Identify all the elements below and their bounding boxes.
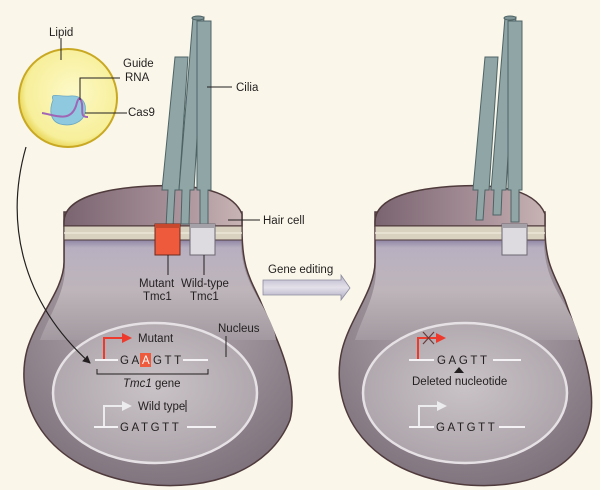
edited-sequence: GAGTT [437,355,490,367]
label-gene-editing: Gene editing [268,264,333,276]
nucleus [361,321,569,465]
label-wildtype-tmc1-1: Wild-type [181,278,229,290]
label-lipid: Lipid [49,27,73,39]
cell-apical-cap [63,184,243,227]
label-guide-rna-2: RNA [125,72,150,84]
mutant-promoter-arrow [103,337,124,360]
wildtype-tmc1-channel [501,223,528,256]
gene-bracket [96,369,209,375]
label-tmc1-gene-name: Tmc1 [123,378,152,390]
label-nucleus: Nucleus [218,323,260,335]
guide-rna-strand [41,97,89,118]
cell-cytoplasm [40,240,276,340]
blocked-promoter-arrow [417,337,438,360]
label-wild-type: Wild type [138,401,185,413]
mutant-sequence-prefix: GA [120,355,142,367]
label-guide-rna-1: Guide [123,58,154,70]
mutant-nucleotide: A [142,355,152,367]
wildtype-promoter-arrow [103,405,124,427]
label-mutant: Mutant [138,333,174,345]
delivery-arrow [16,146,91,364]
cell-cytoplasm [355,240,579,340]
label-deleted-nucleotide: Deleted nucleotide [412,376,507,388]
cilia-after [472,15,523,223]
wildtype-sequence: GATGTT [120,422,181,434]
label-hair-cell: Hair cell [263,215,305,227]
label-mutant-tmc1-1: Mutant [139,278,175,290]
mutation-highlight [140,353,151,367]
cilium [507,20,523,223]
label-mutant-tmc1-2: Tmc1 [143,291,172,303]
mutant-sequence-suffix: GTT [153,355,184,367]
gene-editing-arrow [262,273,351,302]
label-tmc1-gene: Tmc1 gene [123,378,181,390]
cross-icon [422,331,435,345]
label-wildtype-tmc1-2: Tmc1 [190,291,219,303]
wildtype-promoter-arrow [418,405,439,427]
label-cas9: Cas9 [128,107,155,119]
label-gene-word: gene [152,378,181,390]
cell-apical-cap [374,184,546,227]
mutant-tmc1-channel [154,223,181,256]
hair-cell-after [338,184,593,487]
wildtype-sequence-after: GATGTT [436,422,497,434]
wildtype-tmc1-channel [189,223,216,256]
cilium [472,56,499,221]
cilia-before [161,15,212,228]
lipid-nanoparticle [18,38,127,148]
deletion-marker-icon [454,367,464,373]
label-cilia: Cilia [236,82,259,94]
